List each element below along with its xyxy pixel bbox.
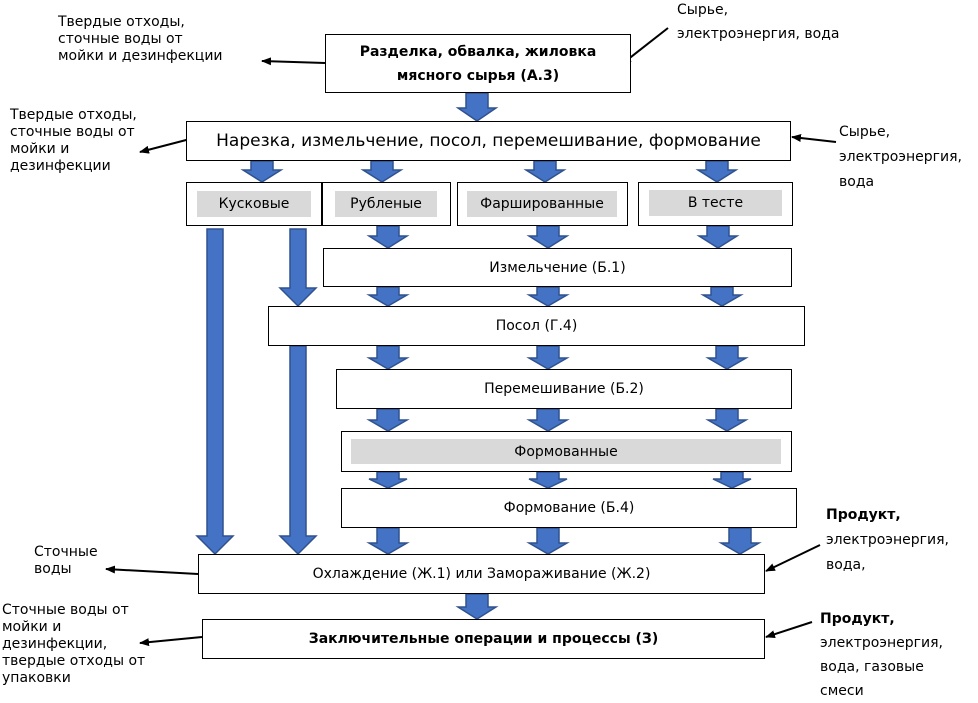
output-label-4-line: Сточные воды от (2, 602, 129, 618)
process-ohlazhdenie-label: Охлаждение (Ж.1) или Замораживание (Ж.2) (312, 566, 651, 582)
input-label-2: Сырье, электроэнергия, вода (839, 120, 962, 195)
flow-arrow-icon (366, 527, 410, 555)
flow-arrow-icon (366, 345, 410, 370)
input-label-4-line: Продукт, (820, 611, 895, 627)
out-arrow-4 (139, 636, 203, 647)
flow-arrow-icon (455, 593, 499, 620)
output-label-1: Твердые отходы, сточные воды от мойки и … (58, 14, 223, 65)
process-razdelka: Разделка, обвалка, жиловка мясного сырья… (325, 34, 631, 93)
process-posol: Посол (Г.4) (268, 306, 805, 346)
output-label-4-line: дезинфекции, (2, 636, 108, 652)
input-label-4-line: вода, газовые (820, 659, 924, 675)
flow-arrow-icon (240, 160, 284, 183)
output-label-4: Сточные воды от мойки и дезинфекции, тве… (2, 602, 145, 687)
process-ohlazhdenie: Охлаждение (Ж.1) или Замораживание (Ж.2) (198, 554, 765, 594)
process-razdelka-line1: Разделка, обвалка, жиловка (359, 43, 597, 60)
flow-arrow-icon (700, 286, 744, 307)
output-label-4-line: мойки и (2, 619, 62, 635)
category-kuskovye: Кусковые (186, 182, 322, 226)
category-rublenye-label: Рубленые (335, 191, 437, 217)
output-label-3-line: Сточные (34, 544, 98, 560)
flow-arrow-icon (696, 225, 740, 249)
output-label-4-line: упаковки (2, 670, 71, 686)
input-label-3-line: электроэнергия, (826, 532, 949, 548)
in-arrow-3 (765, 544, 821, 572)
output-label-3: Сточные воды (34, 544, 98, 578)
flow-arrow-icon (278, 228, 318, 308)
process-narezka-label: Нарезка, измельчение, посол, перемешиван… (216, 131, 761, 151)
process-izmelchenie-label: Измельчение (Б.1) (489, 259, 626, 276)
flow-arrow-icon (523, 160, 567, 183)
input-label-2-line: Сырье, (839, 124, 891, 140)
category-kuskovye-label: Кусковые (197, 191, 311, 217)
flow-arrow-icon (718, 527, 762, 555)
input-label-1-line: электроэнергия, вода (677, 26, 840, 42)
output-label-2-line: сточные воды от (10, 124, 135, 140)
in-arrow-4 (765, 621, 813, 639)
flow-arrow-icon (695, 160, 739, 183)
input-label-4-line: электроэнергия, (820, 635, 943, 651)
process-narezka: Нарезка, измельчение, посол, перемешиван… (186, 121, 791, 161)
flow-arrow-icon (528, 471, 568, 489)
process-posol-label: Посол (Г.4) (495, 318, 578, 334)
output-label-1-line: мойки и дезинфекции (58, 48, 223, 64)
in-arrow-2 (791, 134, 837, 143)
out-arrow-3 (105, 565, 199, 575)
process-zaklyuchitelnye: Заключительные операции и процессы (З) (202, 619, 765, 659)
out-arrow-2 (139, 138, 191, 154)
category-farshirovannye-label: Фаршированные (467, 191, 617, 217)
category-v-teste-label: В тесте (649, 190, 782, 216)
input-label-4-line: смеси (820, 683, 864, 699)
flow-arrow-icon (455, 92, 499, 122)
process-peremeshivanie-label: Перемешивание (Б.2) (484, 381, 644, 397)
category-formovannye: Формованные (341, 431, 792, 472)
input-label-1-line: Сырье, (677, 2, 729, 18)
process-zaklyuchitelnye-label: Заключительные операции и процессы (З) (308, 631, 659, 647)
flow-arrow-icon (712, 471, 752, 489)
output-label-3-line: воды (34, 561, 72, 577)
flow-arrow-icon (526, 286, 570, 307)
output-label-4-line: твердые отходы от (2, 653, 146, 669)
process-formovanie: Формование (Б.4) (341, 488, 797, 528)
output-label-2-line: дезинфекции (10, 158, 111, 174)
category-farshirovannye: Фаршированные (457, 182, 628, 226)
input-label-1: Сырье, электроэнергия, вода (677, 0, 840, 46)
flow-arrow-icon (526, 408, 570, 432)
category-formovannye-label: Формованные (351, 439, 781, 464)
flow-arrow-icon (526, 345, 570, 370)
flow-arrow-icon (368, 471, 408, 489)
flow-arrow-icon (366, 286, 410, 307)
output-label-2: Твердые отходы, сточные воды от мойки и … (10, 107, 137, 175)
input-label-4: Продукт, электроэнергия, вода, газовые с… (820, 607, 943, 703)
output-label-1-line: сточные воды от (58, 31, 183, 47)
category-v-teste: В тесте (638, 182, 793, 226)
flow-arrow-icon (366, 225, 410, 249)
flow-arrow-icon (705, 408, 749, 432)
flow-arrow-icon (366, 408, 410, 432)
output-label-2-line: Твердые отходы, (10, 107, 137, 123)
input-label-3-line: Продукт, (826, 507, 901, 523)
output-label-2-line: мойки и (10, 141, 70, 157)
process-izmelchenie: Измельчение (Б.1) (323, 248, 792, 287)
input-label-3: Продукт, электроэнергия, вода, (826, 503, 949, 578)
flow-arrow-icon (526, 527, 570, 555)
flow-arrow-icon (360, 160, 404, 183)
process-razdelka-line2: мясного сырья (А.3) (396, 67, 560, 84)
output-label-1-line: Твердые отходы, (58, 14, 185, 30)
input-label-3-line: вода, (826, 557, 866, 573)
flow-arrow-icon (526, 225, 570, 249)
flow-arrow-icon (705, 345, 749, 370)
flow-arrow-icon (278, 345, 318, 556)
process-peremeshivanie: Перемешивание (Б.2) (336, 369, 792, 409)
category-rublenye: Рубленые (322, 182, 451, 226)
out-arrow-1 (261, 57, 326, 66)
input-label-2-line: электроэнергия, (839, 149, 962, 165)
flow-arrow-icon (195, 228, 235, 556)
input-label-2-line: вода (839, 174, 875, 190)
process-formovanie-label: Формование (Б.4) (503, 500, 635, 516)
